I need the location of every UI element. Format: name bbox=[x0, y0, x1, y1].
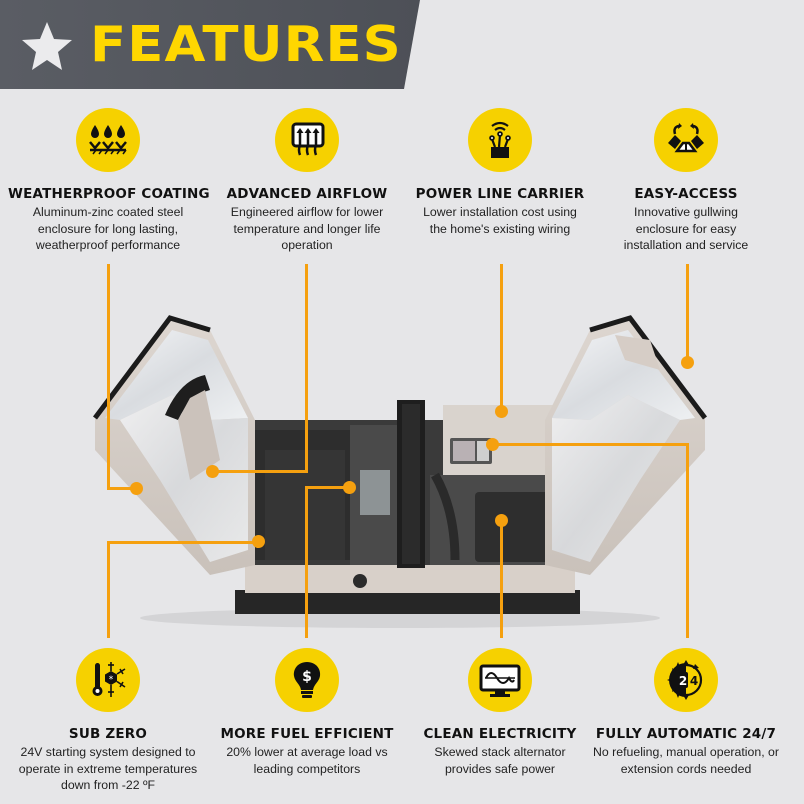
callout-line-clean bbox=[500, 520, 503, 638]
feature-description: Lower installation cost using the home's… bbox=[423, 205, 577, 236]
feature-title: EASY-ACCESS bbox=[634, 186, 738, 202]
callout-dot-subzero bbox=[252, 535, 265, 548]
generator-illustration bbox=[93, 315, 707, 628]
feature-title: WEATHERPROOF COATING bbox=[8, 186, 210, 202]
power-line-carrier-icon bbox=[468, 108, 532, 172]
feature-power-line-carrier: POWER LINE CARRIER Lower installation co… bbox=[400, 108, 600, 237]
feature-description: Engineered airflow for lower temperature… bbox=[230, 205, 384, 252]
callout-line-fuel bbox=[305, 488, 308, 638]
feature-title: ADVANCED AIRFLOW bbox=[226, 186, 388, 202]
svg-text:2: 2 bbox=[679, 674, 687, 688]
feature-fully-automatic: 2 4 FULLY AUTOMATIC 24/7 No refueling, m… bbox=[586, 648, 786, 777]
feature-description: Innovative gullwing enclosure for easy i… bbox=[623, 205, 749, 252]
advanced-airflow-icon bbox=[275, 108, 339, 172]
feature-advanced-airflow: ADVANCED AIRFLOW Engineered airflow for … bbox=[207, 108, 407, 254]
feature-description: No refueling, manual operation, or exten… bbox=[593, 745, 779, 776]
feature-weatherproof-coating: WEATHERPROOF COATING Aluminum-zinc coate… bbox=[8, 108, 210, 254]
callout-dot-automatic bbox=[486, 438, 499, 451]
clean-electricity-icon bbox=[468, 648, 532, 712]
feature-description: Aluminum-zinc coated steel enclosure for… bbox=[32, 205, 184, 252]
callout-line-easyaccess bbox=[686, 264, 689, 364]
callout-dot-plc bbox=[495, 405, 508, 418]
feature-more-fuel-efficient: $ MORE FUEL EFFICIENT 20% lower at avera… bbox=[207, 648, 407, 777]
features-banner: FEATURES bbox=[0, 0, 420, 89]
callout-line-automatic bbox=[686, 444, 689, 638]
callout-dot-clean bbox=[495, 514, 508, 527]
feature-description: Skewed stack alternator provides safe po… bbox=[434, 745, 566, 776]
feature-title: CLEAN ELECTRICITY bbox=[423, 726, 577, 742]
banner-title: FEATURES bbox=[90, 16, 402, 73]
callout-dot-fuel bbox=[343, 481, 356, 494]
feature-title: MORE FUEL EFFICIENT bbox=[220, 726, 394, 742]
svg-text:$: $ bbox=[302, 669, 312, 685]
callout-line-subzero-h bbox=[107, 541, 259, 544]
callout-line-automatic-h bbox=[495, 443, 689, 446]
fully-automatic-icon: 2 4 bbox=[654, 648, 718, 712]
callout-line-airflow-h bbox=[214, 470, 308, 473]
callout-dot-weatherproof bbox=[130, 482, 143, 495]
sub-zero-icon: * bbox=[76, 648, 140, 712]
fuel-efficient-icon: $ bbox=[275, 648, 339, 712]
feature-title: FULLY AUTOMATIC 24/7 bbox=[595, 726, 777, 742]
easy-access-icon bbox=[654, 108, 718, 172]
svg-text:4: 4 bbox=[690, 674, 698, 688]
callout-dot-airflow bbox=[206, 465, 219, 478]
weatherproof-coating-icon bbox=[76, 108, 140, 172]
callout-dot-easyaccess bbox=[681, 356, 694, 369]
callout-line-weatherproof-h bbox=[107, 487, 137, 490]
callout-line-airflow bbox=[305, 264, 308, 472]
callout-line-plc bbox=[500, 264, 503, 412]
feature-title: POWER LINE CARRIER bbox=[415, 186, 585, 202]
feature-easy-access: EASY-ACCESS Innovative gullwing enclosur… bbox=[586, 108, 786, 254]
callout-line-subzero bbox=[107, 541, 110, 638]
feature-description: 20% lower at average load vs leading com… bbox=[226, 745, 388, 776]
star-icon bbox=[22, 22, 72, 70]
feature-description: 24V starting system designed to operate … bbox=[18, 745, 198, 792]
feature-sub-zero: * SUB ZERO 24V starting system designed … bbox=[8, 648, 208, 794]
callout-line-weatherproof bbox=[107, 264, 110, 490]
svg-text:*: * bbox=[109, 675, 114, 685]
feature-clean-electricity: CLEAN ELECTRICITY Skewed stack alternato… bbox=[400, 648, 600, 777]
callout-line-fuel-h bbox=[305, 486, 350, 489]
feature-title: SUB ZERO bbox=[68, 726, 148, 742]
